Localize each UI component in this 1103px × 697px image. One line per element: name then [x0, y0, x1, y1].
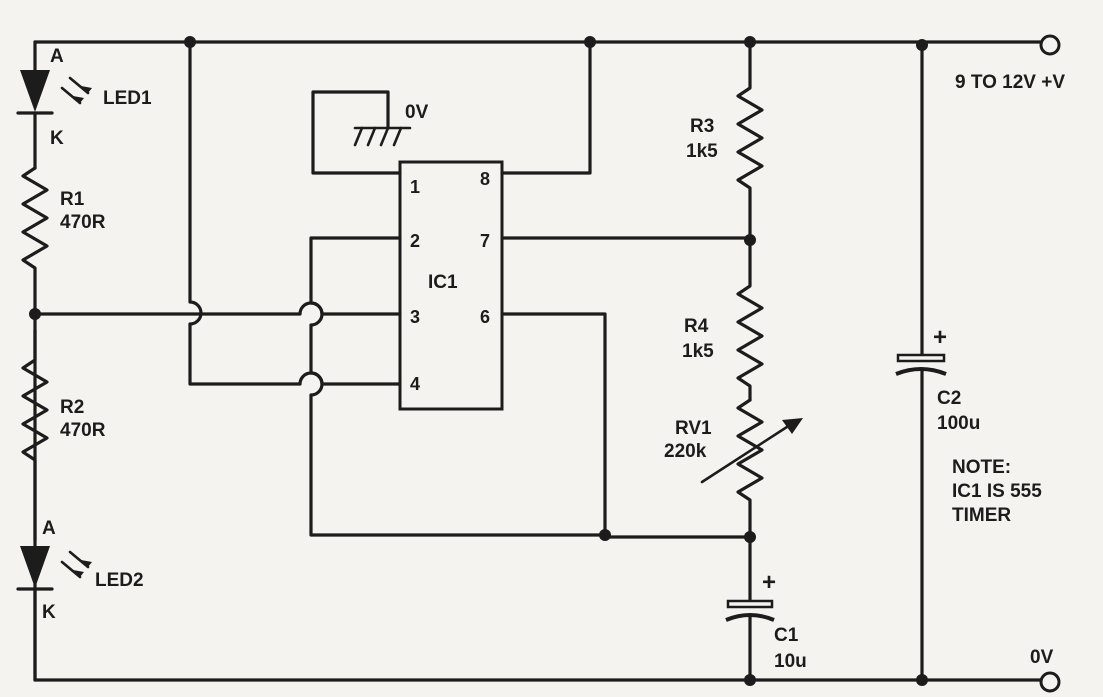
- led1-anode-label: A: [50, 46, 64, 67]
- note-line-2: IC1 IS 555: [952, 481, 1042, 502]
- led1-cathode-label: K: [50, 128, 64, 149]
- led2-anode-label: A: [42, 518, 56, 539]
- pin2-wire: [309, 236, 607, 537]
- resistor-r2: [21, 312, 49, 542]
- r4-value: 1k5: [682, 341, 714, 362]
- pin6-wire: [500, 312, 752, 541]
- capacitor-c1: [725, 535, 775, 686]
- led2-body: [20, 546, 50, 588]
- r2-label: R2: [60, 397, 84, 418]
- ground-terminal: [1039, 671, 1061, 693]
- led1-label: LED1: [103, 88, 152, 109]
- capacitor-c2: [895, 39, 947, 686]
- rv1-label: RV1: [675, 418, 712, 439]
- ic1-pin-6: 6: [480, 307, 490, 327]
- led1-body: [20, 70, 50, 112]
- resistor-r1: [21, 166, 49, 314]
- potentiometer-rv1: [700, 398, 803, 539]
- supply-ground-label: 0V: [1030, 647, 1054, 668]
- led2-label: LED2: [95, 570, 144, 591]
- led1: [16, 40, 92, 170]
- c2-polarity: +: [933, 324, 947, 351]
- rv1-value: 220k: [664, 441, 707, 462]
- ic1-label: IC1: [428, 272, 458, 293]
- c1-value: 10u: [774, 651, 807, 672]
- c1-label: C1: [774, 625, 799, 646]
- c2-value: 100u: [937, 413, 980, 434]
- r1-value: 470R: [60, 212, 106, 233]
- positive-terminal: [1039, 34, 1061, 56]
- r1-label: R1: [60, 189, 85, 210]
- ic1-pin-8: 8: [480, 169, 490, 189]
- c1-polarity: +: [762, 569, 776, 596]
- pin7-wire: [500, 234, 756, 246]
- c2-label: C2: [937, 388, 961, 409]
- pin4-wire: [184, 36, 402, 386]
- supply-positive-label: 9 TO 12V +V: [955, 72, 1065, 93]
- led2-cathode-label: K: [42, 602, 56, 623]
- r4-label: R4: [684, 316, 709, 337]
- r3-value: 1k5: [686, 141, 718, 162]
- resistor-r4: [736, 238, 764, 402]
- led2: [16, 546, 92, 682]
- ic1-pin-1: 1: [410, 177, 420, 197]
- pin1-ground-wire: [311, 90, 412, 175]
- ic1-pin-2: 2: [410, 231, 420, 251]
- note-line-3: TIMER: [952, 505, 1011, 526]
- ic1-chip: [398, 160, 504, 411]
- r2-value: 470R: [60, 420, 106, 441]
- note-line-1: NOTE:: [952, 457, 1011, 478]
- r3-label: R3: [690, 116, 714, 137]
- ic1-pin-7: 7: [480, 231, 490, 251]
- resistor-r3: [736, 36, 764, 242]
- pin8-wire: [500, 36, 596, 175]
- ic1-pin-3: 3: [410, 307, 420, 327]
- positive-rail: [33, 34, 1061, 56]
- ic1-pin-4: 4: [410, 374, 420, 394]
- pin3-output-wire: [33, 301, 402, 316]
- ground-symbol-label: 0V: [405, 102, 429, 123]
